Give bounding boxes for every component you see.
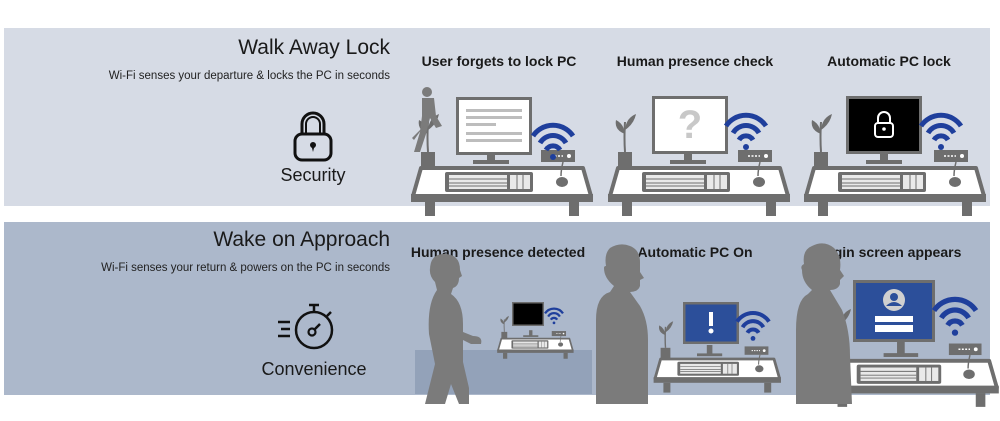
person-walking-toward-icon	[425, 254, 482, 404]
section-title: Wake on Approach	[213, 228, 390, 251]
person-standing-icon	[596, 244, 648, 404]
monitor-document	[456, 97, 532, 155]
monitor-off	[512, 302, 544, 326]
wifi-icon	[737, 313, 769, 341]
step-label: Automatic PC lock	[827, 53, 951, 69]
feature-label: Convenience	[261, 359, 367, 379]
person-walking-away-icon	[412, 87, 442, 152]
wifi-icon	[543, 307, 565, 326]
step-label: Human presence check	[616, 53, 774, 69]
monitor-alert	[683, 302, 739, 344]
step-label: Automatic PC On	[637, 244, 753, 260]
section-subtitle: Wi-Fi senses your return & powers on the…	[101, 262, 390, 274]
wifi-icon	[921, 115, 961, 150]
step-label: Login screen appears	[816, 244, 962, 260]
wifi-icon	[726, 115, 766, 150]
section-subtitle: Wi-Fi senses your departure & locks the …	[108, 70, 390, 82]
person-at-desk-icon	[796, 243, 852, 404]
padlock-icon	[293, 110, 333, 162]
stopwatch-icon	[276, 302, 342, 352]
wifi-icon	[934, 299, 976, 335]
step-label: Human presence detected	[410, 244, 586, 260]
step-label: User forgets to lock PC	[421, 53, 577, 69]
monitor-locked	[846, 96, 922, 154]
monitor-login	[853, 280, 935, 342]
monitor-question: ?	[652, 96, 728, 154]
feature-label: Security	[280, 165, 346, 185]
section-title: Walk Away Lock	[238, 36, 390, 59]
svg-text:?: ?	[678, 103, 702, 147]
